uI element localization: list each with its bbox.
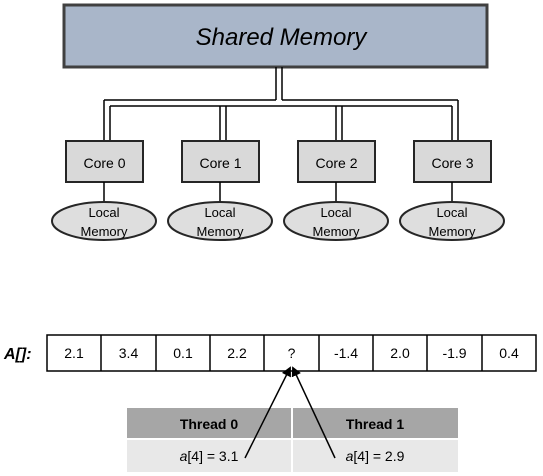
local-memory-2: Local Memory [283, 201, 389, 241]
core-0: Core 0 [65, 140, 144, 183]
thread-0-value-cell [127, 440, 291, 472]
local-memory-0-line1: Local [88, 205, 119, 220]
thread-0-var: a [180, 448, 188, 464]
array-cell-8: 0.4 [499, 345, 519, 361]
memory-bus [103, 67, 459, 141]
local-memory-2-line2: Memory [313, 224, 360, 239]
array-cell-1: 3.4 [119, 345, 139, 361]
thread-1-var: a [346, 448, 354, 464]
local-memory-3-line1: Local [436, 205, 467, 220]
local-memory-3-line2: Memory [429, 224, 476, 239]
thread-0-arrow [244, 366, 291, 459]
thread-0-assignment: a[4] = 3.1 [180, 448, 239, 464]
thread-0-header: Thread 0 [180, 416, 239, 432]
array-cells: 2.1 3.4 0.1 2.2 ? -1.4 2.0 -1.9 0.4 [46, 334, 537, 372]
local-memory-2-line1: Local [320, 205, 351, 220]
core-0-label: Core 0 [83, 155, 125, 171]
core-3-label: Core 3 [431, 155, 473, 171]
array-cell-5: -1.4 [334, 345, 358, 361]
core-2-label: Core 2 [315, 155, 357, 171]
thread-0-header-cell [127, 408, 291, 438]
local-memory-1: Local Memory [167, 201, 273, 241]
thread-0-expr: [4] = 3.1 [187, 448, 238, 464]
array-cell-2: 0.1 [173, 345, 193, 361]
local-memory-0: Local Memory [51, 201, 157, 241]
array-cell-6: 2.0 [390, 345, 410, 361]
array-cell-0: 2.1 [64, 345, 84, 361]
core-local-connectors [103, 182, 453, 202]
local-memory-1-line2: Memory [197, 224, 244, 239]
thread-1-value-cell [293, 440, 458, 472]
thread-1-header: Thread 1 [346, 416, 405, 432]
array-label: A[]: [3, 346, 32, 363]
shared-memory-box [62, 3, 489, 69]
core-1: Core 1 [181, 140, 260, 183]
array-cell-7: -1.9 [442, 345, 466, 361]
core-1-label: Core 1 [199, 155, 241, 171]
shared-memory-label: Shared Memory [196, 24, 369, 51]
core-2: Core 2 [297, 140, 376, 183]
thread-table: Thread 0 Thread 1 a[4] = 3.1 a[4] = 2.9 [127, 408, 458, 472]
array-cell-3: 2.2 [227, 345, 247, 361]
local-memory-1-line1: Local [204, 205, 235, 220]
local-memory-0-line2: Memory [81, 224, 128, 239]
array-cell-4: ? [288, 345, 296, 361]
local-memory-3: Local Memory [399, 201, 505, 241]
thread-1-arrow [291, 366, 336, 459]
thread-1-expr: [4] = 2.9 [353, 448, 404, 464]
thread-1-header-cell [293, 408, 458, 438]
thread-1-assignment: a[4] = 2.9 [346, 448, 405, 464]
core-3: Core 3 [413, 140, 492, 183]
